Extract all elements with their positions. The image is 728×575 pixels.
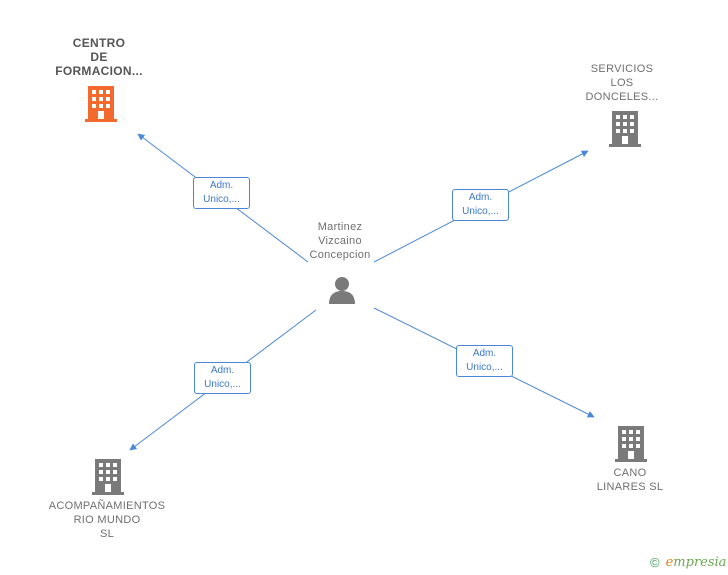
building-icon[interactable] <box>609 111 641 147</box>
company-acompanamientos-label[interactable]: ACOMPAÑAMIENTOS RIO MUNDO SL <box>48 500 166 540</box>
person-icon[interactable] <box>327 276 357 304</box>
company-centro-label[interactable]: CENTRO DE FORMACION... <box>55 36 143 78</box>
building-icon[interactable] <box>615 426 647 462</box>
edge-label-cano[interactable]: Adm. Unico,... <box>456 345 513 377</box>
company-servicios-label[interactable]: SERVICIOS LOS DONCELES... <box>585 63 659 103</box>
copyright-icon: © <box>650 555 660 570</box>
copyright-brand: © empresia <box>650 555 726 570</box>
building-icon[interactable] <box>92 459 124 495</box>
building-icon[interactable] <box>85 86 117 122</box>
edge-label-acompanamientos[interactable]: Adm. Unico,... <box>194 362 251 394</box>
edge-label-centro[interactable]: Adm. Unico,... <box>193 177 250 209</box>
brand-logo: empresia <box>665 555 727 570</box>
edge-label-servicios[interactable]: Adm. Unico,... <box>452 189 509 221</box>
company-cano-label[interactable]: CANO LINARES SL <box>596 467 664 493</box>
center-person-name[interactable]: Martinez Vizcaino Concepcion <box>309 221 371 261</box>
